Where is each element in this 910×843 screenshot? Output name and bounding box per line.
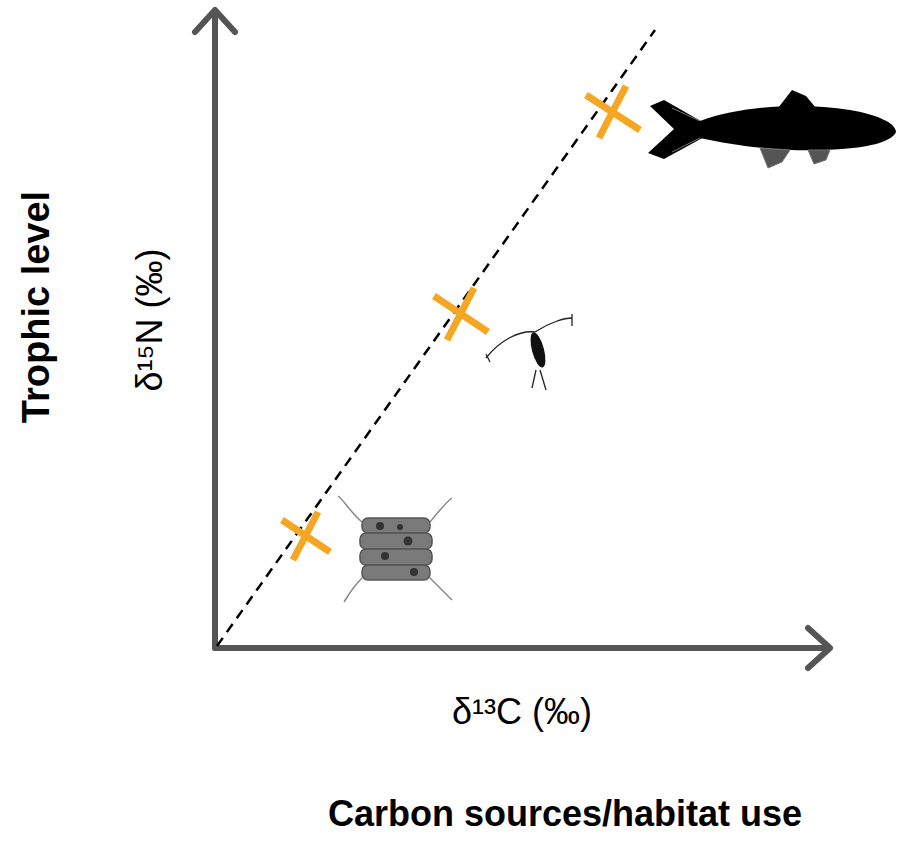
y-axis (212, 12, 218, 648)
phytoplankton-icon (338, 496, 452, 602)
data-point (434, 288, 488, 340)
x-axis-arrowhead (808, 628, 830, 668)
fish-icon (648, 90, 896, 168)
data-point (282, 512, 330, 560)
data-point (586, 86, 640, 138)
axis-title: Trophic level (17, 191, 55, 423)
trend-line (217, 30, 655, 646)
axis-label: δ¹⁵N (‰) (132, 249, 168, 392)
axis-label: δ¹³C (‰) (452, 694, 592, 730)
axes (195, 10, 830, 668)
data-points (282, 86, 640, 560)
copepod-icon (486, 314, 572, 390)
x-axis (215, 645, 828, 651)
axis-title: Carbon sources/habitat use (328, 796, 802, 832)
y-axis-arrowhead (195, 10, 235, 32)
